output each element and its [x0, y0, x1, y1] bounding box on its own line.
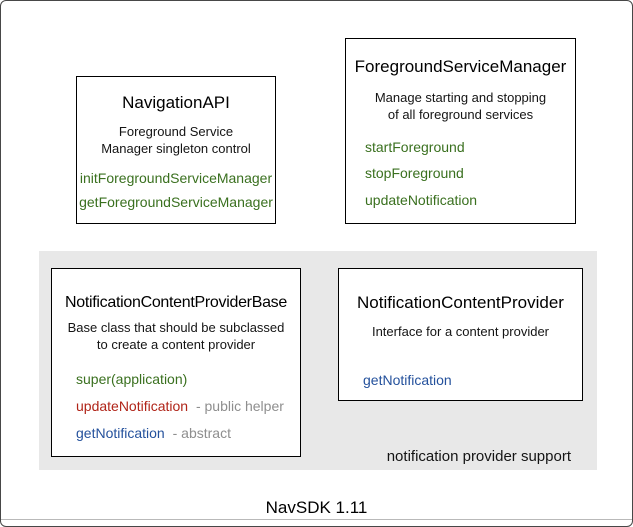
box-description: Manage starting and stopping of all fore…: [346, 89, 575, 123]
footer-version-label: NavSDK 1.11: [265, 498, 368, 517]
box-title: NavigationAPI: [122, 93, 230, 112]
method-row: updateNotification - public helper: [76, 398, 300, 414]
box-description-line: Manager singleton control: [101, 141, 251, 156]
box-description-line: Base class that should be subclassed: [67, 320, 285, 335]
method-row: super(application): [76, 371, 300, 387]
method-name: getNotification: [76, 425, 165, 441]
method-name: startForeground: [365, 139, 465, 155]
method-name: super(application): [76, 371, 188, 387]
method-list: initForegroundServiceManager getForegrou…: [77, 170, 275, 210]
box-title: ForegroundServiceManager: [354, 57, 567, 76]
box-title: NotificationContentProviderBase: [65, 294, 287, 311]
method-name: initForegroundServiceManager: [79, 170, 273, 186]
box-title: NotificationContentProvider: [357, 293, 564, 312]
method-name: stopForeground: [365, 165, 464, 181]
box-description-line: of all foreground services: [387, 107, 534, 122]
class-box-navigation-api: NavigationAPI Foreground Service Manager…: [76, 76, 276, 224]
box-description-line: Foreground Service: [118, 124, 234, 139]
method-name: updateNotification: [365, 192, 478, 208]
box-description: Base class that should be subclassed to …: [52, 319, 300, 353]
method-note: - abstract: [172, 425, 231, 441]
method-list: startForeground stopForeground updateNot…: [346, 139, 575, 208]
method-list: super(application) updateNotification - …: [52, 371, 300, 441]
method-name: getForegroundServiceManager: [79, 194, 273, 210]
canvas-bottom-edge-line: [1, 519, 632, 520]
class-box-foreground-service-manager: ForegroundServiceManager Manage starting…: [345, 38, 576, 224]
box-description: Foreground Service Manager singleton con…: [77, 123, 275, 157]
method-note: - public helper: [195, 398, 284, 414]
method-name: getNotification: [363, 372, 452, 388]
box-description-line: Interface for a content provider: [371, 324, 550, 339]
box-description: Interface for a content provider: [339, 323, 582, 340]
method-list: getNotification: [339, 372, 582, 388]
class-box-notification-content-provider-base: NotificationContentProviderBase Base cla…: [51, 268, 301, 457]
box-description-line: Manage starting and stopping: [374, 90, 547, 105]
box-description-line: to create a content provider: [96, 337, 256, 352]
method-name: updateNotification: [76, 398, 189, 414]
panel-caption: notification provider support: [386, 448, 571, 465]
method-row: getNotification - abstract: [76, 425, 300, 441]
class-box-notification-content-provider: NotificationContentProvider Interface fo…: [338, 268, 583, 401]
